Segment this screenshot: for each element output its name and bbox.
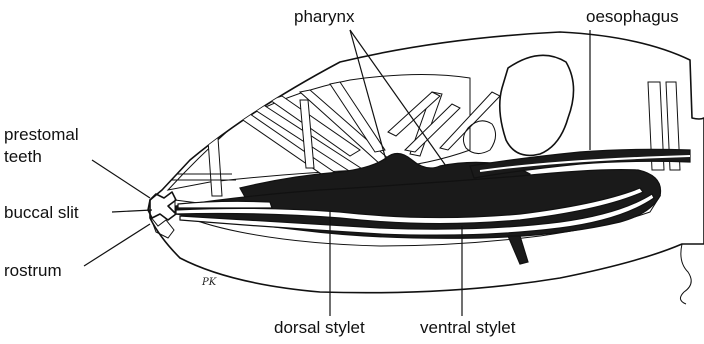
label-oesophagus: oesophagus	[586, 7, 679, 26]
neck-membrane	[680, 244, 691, 304]
label-prestomal-line2: teeth	[4, 147, 42, 166]
label-rostrum: rostrum	[4, 261, 62, 280]
label-ventral-stylet: ventral stylet	[420, 318, 516, 337]
artist-signature: PK	[201, 277, 217, 288]
gland	[500, 55, 574, 155]
label-prestomal-line1: prestomal	[4, 125, 79, 144]
mouth-cone	[148, 192, 176, 238]
label-dorsal-stylet: dorsal stylet	[274, 318, 365, 337]
label-buccal-slit: buccal slit	[4, 203, 79, 222]
mandible	[178, 201, 272, 208]
label-pharynx: pharynx	[294, 7, 355, 26]
